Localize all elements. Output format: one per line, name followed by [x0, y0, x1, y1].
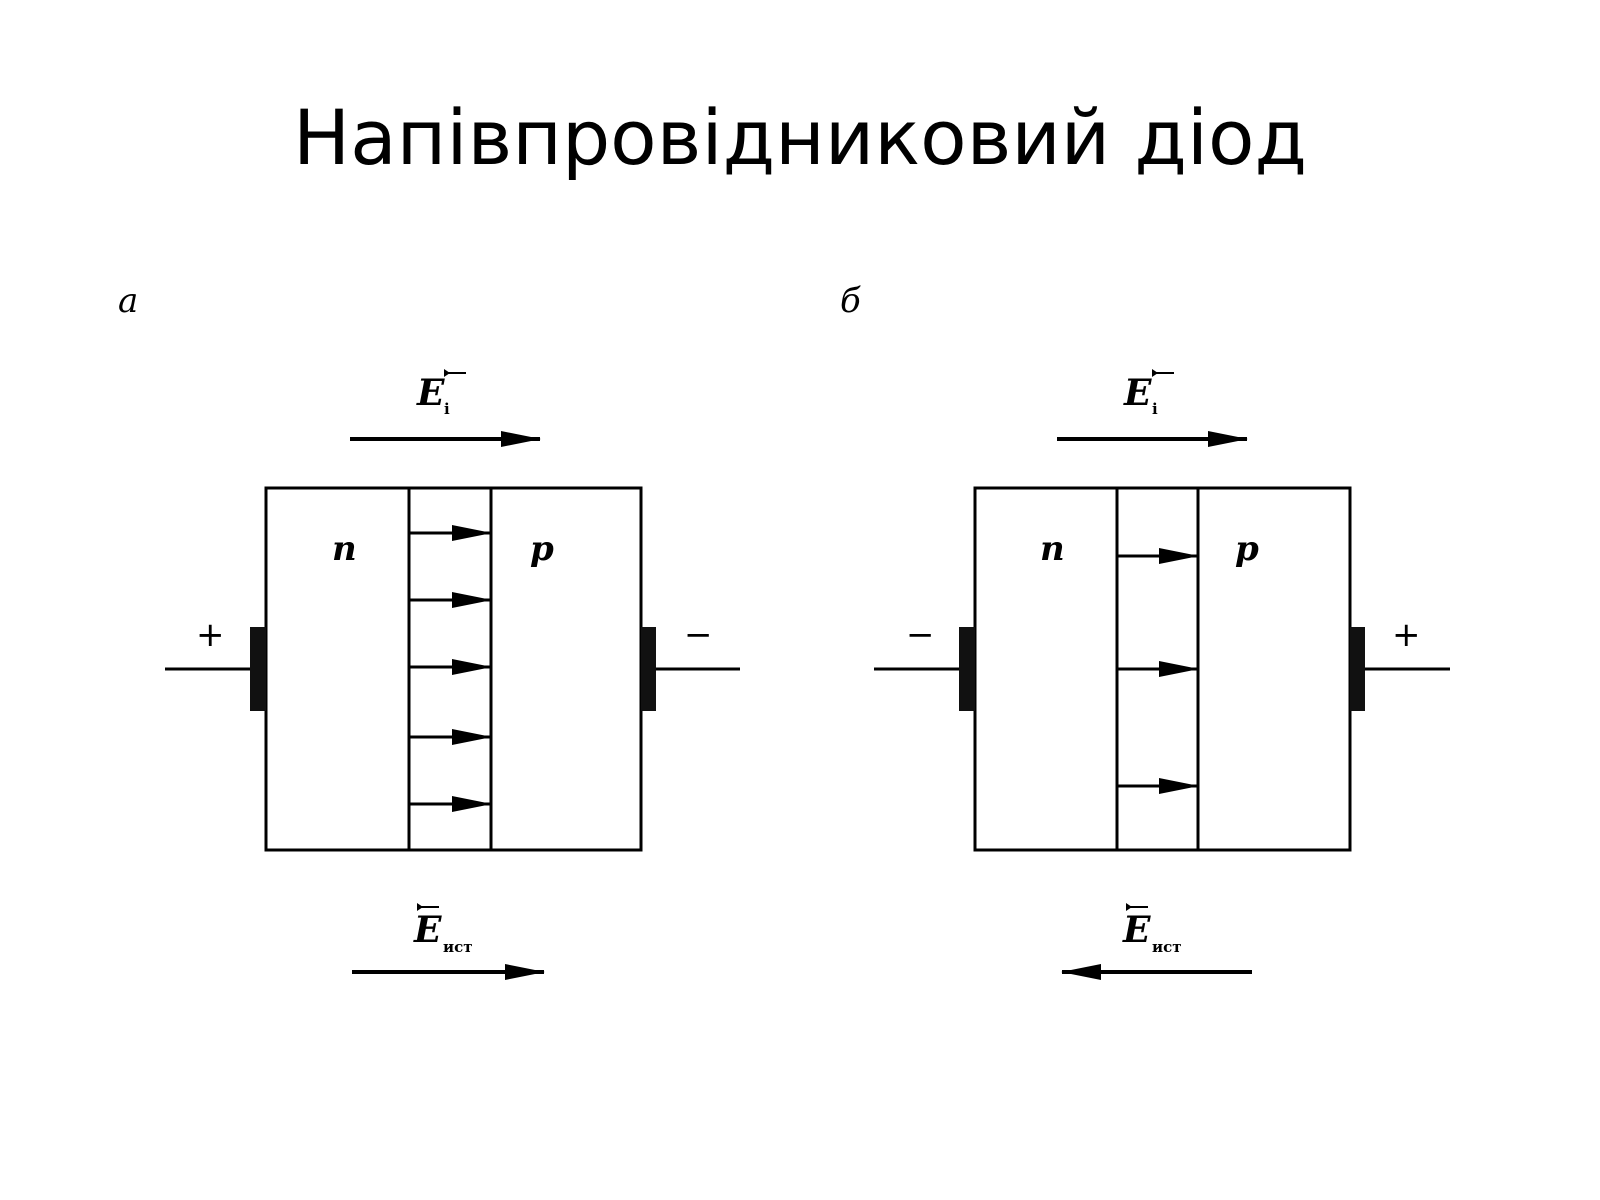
panel-a-device-body [264, 486, 643, 852]
panel-b-field-source-subscript: ист [1152, 938, 1182, 956]
panel-a-field-source-subscript: ист [443, 938, 473, 956]
panel-a-electrode-right [641, 627, 656, 711]
panel-a-junction-arrows [409, 525, 492, 812]
panel-a-field-source: E ист [352, 903, 545, 980]
panel-b-field-source: E ист [1061, 903, 1252, 980]
panel-b-label: б [840, 281, 861, 321]
panel-b-field-internal: E i [1057, 369, 1248, 447]
panel-b-electrode-left [959, 627, 975, 711]
panel-b-field-internal-subscript: i [1152, 400, 1158, 418]
panel-a-field-internal-subscript: i [444, 400, 450, 418]
panel-a-polarity-left: + [196, 615, 225, 655]
panel-b-field-source-symbol: E [1122, 909, 1151, 951]
panel-a-region-n: n [332, 529, 357, 569]
panel-a-field-source-symbol: E [413, 909, 442, 951]
panel-b: б E i n p − + E [840, 281, 1450, 980]
panel-b-polarity-right: + [1392, 615, 1421, 655]
panel-a: a E i n p + − [118, 281, 740, 980]
panel-a-polarity-right: − [684, 615, 713, 655]
panel-b-region-n: n [1040, 529, 1065, 569]
slide-title: Напівпровідниковий діод [292, 93, 1308, 182]
panel-a-field-internal: E i [350, 369, 541, 447]
panel-b-field-internal-symbol: E [1123, 372, 1152, 414]
panel-a-field-internal-symbol: E [416, 372, 445, 414]
panel-b-electrode-right [1350, 627, 1365, 711]
panel-b-region-p: p [1235, 529, 1259, 569]
panel-a-label: a [118, 281, 138, 321]
panel-b-polarity-left: − [906, 615, 935, 655]
panel-a-electrode-left [250, 627, 266, 711]
panel-a-region-p: p [530, 529, 554, 569]
panel-b-junction-arrows [1117, 548, 1199, 794]
